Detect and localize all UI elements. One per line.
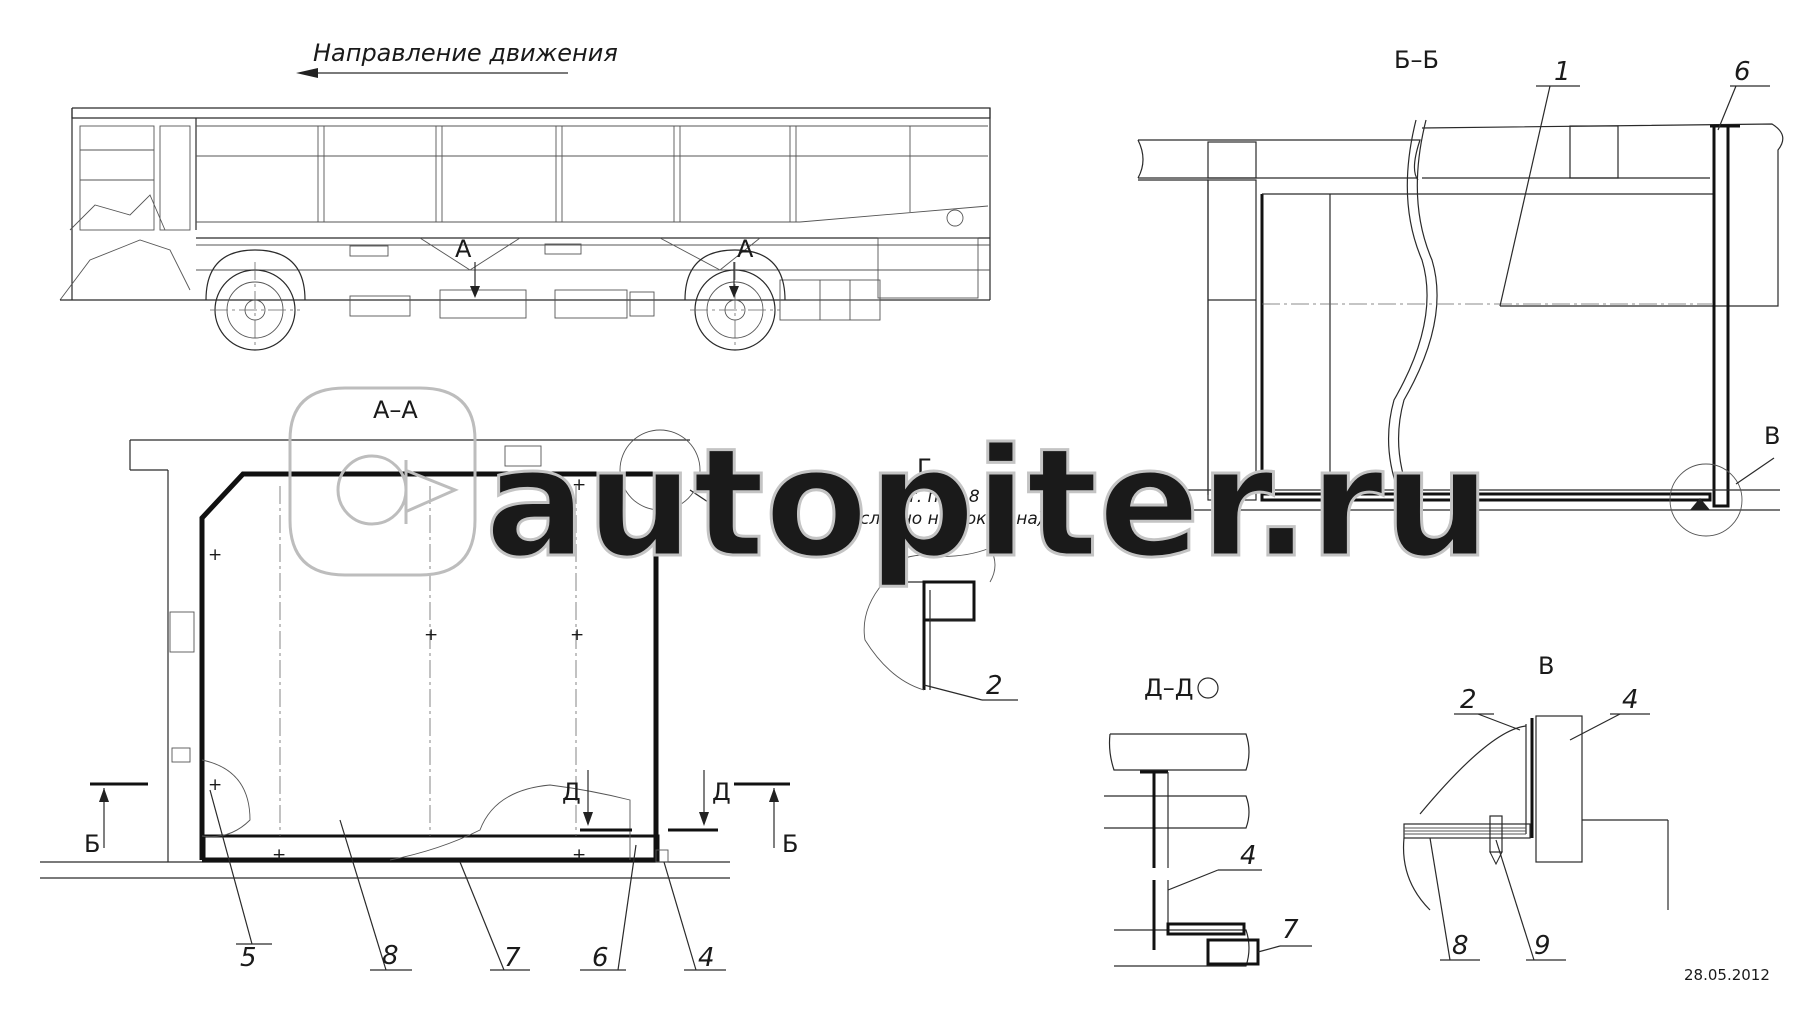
watermark-logo: autopiter.ru xyxy=(288,386,1492,593)
cut-mark-a-left: А xyxy=(455,235,472,263)
section-bb-title: Б–Б xyxy=(1394,46,1439,74)
callout-g-2: 2 xyxy=(986,671,1003,701)
callout-v-4: 4 xyxy=(1622,685,1639,715)
svg-text:+: + xyxy=(208,775,222,795)
front-wheel-icon xyxy=(210,262,300,351)
svg-text:+: + xyxy=(570,625,584,645)
rear-wheel-icon xyxy=(690,262,780,351)
cut-mark-g-aa: Г xyxy=(715,483,730,511)
section-dd: Д–Д 4 7 xyxy=(1104,674,1312,967)
callout-aa-4: 4 xyxy=(698,943,715,973)
callout-aa-7: 7 xyxy=(504,943,521,973)
section-dd-title: Д–Д xyxy=(1144,674,1194,702)
watermark-text: autopiter.ru xyxy=(485,417,1490,591)
callout-aa-6: 6 xyxy=(592,943,609,973)
drawing-date: 28.05.2012 xyxy=(1684,966,1770,984)
cut-mark-d-left: Д xyxy=(562,778,581,806)
cut-mark-d-right: Д xyxy=(712,778,731,806)
section-bb: Б–Б В 1 6 xyxy=(1137,46,1784,537)
detail-g-title: Г xyxy=(917,454,932,482)
svg-text:+: + xyxy=(272,845,286,865)
svg-text:+: + xyxy=(572,845,586,865)
bus-side-view: Направление движения xyxy=(59,39,991,351)
callout-aa-5: 5 xyxy=(240,943,257,973)
direction-arrow-icon xyxy=(296,68,318,78)
callout-bb-1: 1 xyxy=(1554,57,1571,87)
callout-dd-7: 7 xyxy=(1282,915,1299,945)
callout-bb-6: 6 xyxy=(1734,57,1751,87)
section-aa-title: А–А xyxy=(373,396,418,424)
callout-v-8: 8 xyxy=(1452,931,1469,961)
cut-mark-a-right: А xyxy=(737,235,754,263)
detail-v-title: В xyxy=(1538,652,1554,680)
direction-label: Направление движения xyxy=(313,39,618,67)
detail-g-note-line2: условно не показана) xyxy=(849,509,1044,529)
callout-dd-4: 4 xyxy=(1240,841,1257,871)
section-aa: А–А + + + + + + + Г xyxy=(40,396,798,973)
detail-g-note-line1: (дет. поз. 8 xyxy=(878,487,980,507)
detail-v: В 2 4 8 9 xyxy=(1402,652,1669,961)
cut-mark-b-left: Б xyxy=(84,830,100,858)
callout-aa-8: 8 xyxy=(382,941,399,971)
callout-v-2: 2 xyxy=(1460,685,1477,715)
svg-text:+: + xyxy=(208,545,222,565)
cut-mark-b-right: Б xyxy=(782,830,798,858)
svg-text:+: + xyxy=(424,625,438,645)
svg-text:+: + xyxy=(572,475,586,495)
detail-g: Г (дет. поз. 8 условно не показана) 2 xyxy=(849,454,1044,701)
callout-v-9: 9 xyxy=(1534,931,1551,961)
cut-mark-v: В xyxy=(1764,422,1780,450)
